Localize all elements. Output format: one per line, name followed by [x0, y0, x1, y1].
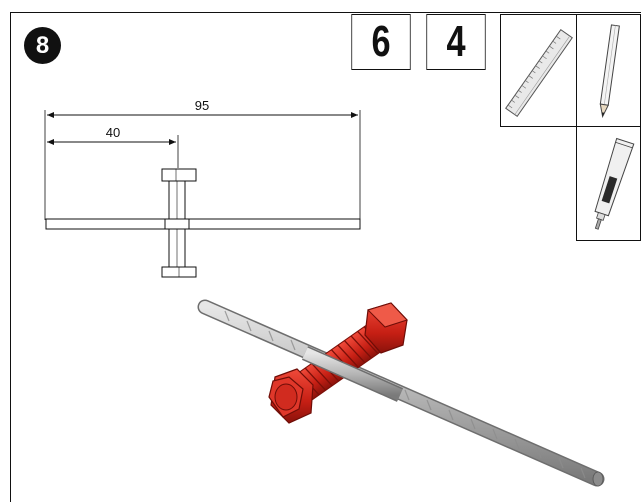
rebar-rod-over-bolt	[301, 346, 404, 402]
rod-side-view	[45, 218, 361, 230]
dimension-offset: 40	[47, 125, 179, 168]
part-count-1: 6	[371, 17, 391, 66]
part-count-2: 4	[446, 17, 466, 66]
ruler-icon	[505, 28, 573, 118]
glue-tube-icon	[594, 137, 635, 230]
part-count-box-2: 4	[426, 14, 486, 70]
dimension-offset-label: 40	[106, 125, 120, 140]
step-number-badge: 8	[24, 27, 61, 64]
dimension-total: 95	[44, 98, 361, 220]
hex-nut-front	[268, 368, 314, 424]
assembly-3d-render	[197, 299, 605, 487]
rebar-rod	[197, 299, 605, 487]
hex-nut-back	[364, 302, 408, 354]
glue-tool-box	[576, 126, 641, 241]
bolt-side-view	[161, 168, 197, 278]
part-count-box-1: 6	[351, 14, 411, 70]
pencil-tool-box	[576, 14, 641, 127]
pencil-icon	[599, 24, 620, 119]
ruler-tool-box	[500, 14, 577, 127]
step-number: 8	[35, 31, 50, 59]
dimension-total-label: 95	[195, 98, 209, 113]
instruction-frame	[10, 12, 641, 502]
technical-drawing: 95 40	[44, 98, 361, 278]
